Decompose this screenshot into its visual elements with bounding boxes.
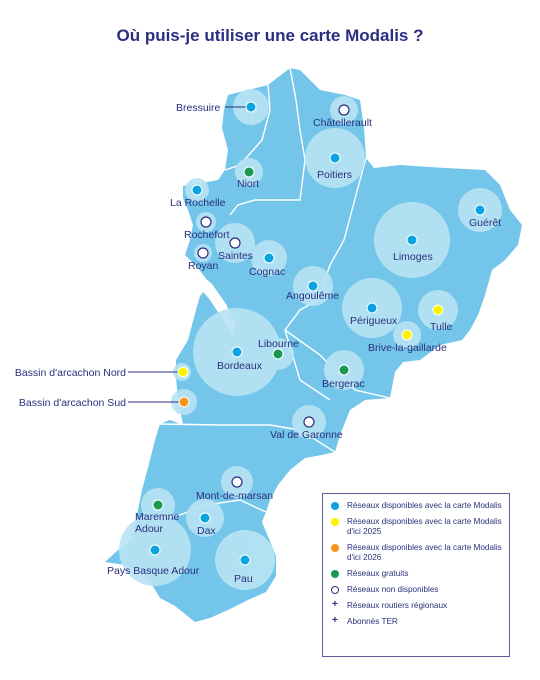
label-dax: Dax [197,525,216,537]
leader-lines [128,106,246,403]
marker-niort [243,166,255,178]
legend-item-1: Réseaux disponibles avec la carte Modali… [331,517,503,537]
label-bergerac: Bergerac [322,378,365,390]
label-bordeaux: Bordeaux [217,360,263,372]
marker-pau [239,554,251,566]
label-niort: Niort [237,178,259,190]
marker-royan [197,247,209,259]
marker-maremne-adour [152,499,164,511]
legend-item-4: Réseaux non disponibles [331,585,503,595]
marker-mont-de-marsan [231,476,243,488]
legend-marker-icon [331,544,339,552]
marker-bergerac [338,364,350,376]
label-royan: Royan [188,260,219,272]
city-markers [149,101,486,566]
marker-cognac [263,252,275,264]
legend-marker-icon [331,586,339,594]
legend-marker-icon [331,518,339,526]
plus-icon: + [332,615,338,626]
marker-val-de-garonne [303,416,315,428]
legend-item-2: Réseaux disponibles avec la carte Modali… [331,543,503,563]
marker-limoges [406,234,418,246]
label-bassin-d-arcachon-nord: Bassin d'arcachon Nord [15,367,126,379]
label-bressuire: Bressuire [176,102,221,114]
plus-icon: + [332,599,338,610]
legend-label: Réseaux disponibles avec la carte Modali… [347,517,502,536]
marker-pays-basque-adour [149,544,161,556]
marker-saintes [229,237,241,249]
legend-marker-icon [331,570,339,578]
legend-label: Réseaux gratuits [347,569,409,578]
label-perigueux: Périgueux [350,315,398,327]
label-gueret: Guérêt [469,217,501,229]
legend-label: Réseaux non disponibles [347,585,439,594]
label-chatellerault: Châtellerault [313,117,372,129]
marker-angouleme [307,280,319,292]
marker-bordeaux [231,346,243,358]
label-pays-basque-adour: Pays Basque Adour [107,565,200,577]
marker-bassin-d-arcachon-sud [178,396,190,408]
legend-label: Réseaux routiers régionaux [347,601,448,610]
legend-item-3: Réseaux gratuits [331,569,503,579]
map-title: Où puis-je utiliser une carte Modalis ? [116,26,424,45]
label-saintes: Saintes [218,250,253,262]
marker-libourne [272,348,284,360]
marker-brive-la-gaillarde [401,329,413,341]
label-bassin-d-arcachon-sud: Bassin d'arcachon Sud [19,397,126,409]
label-la-rochelle: La Rochelle [170,197,226,209]
label-poitiers: Poitiers [317,169,352,181]
label-libourne: Libourne [258,338,299,350]
legend-item-0: Réseaux disponibles avec la carte Modali… [331,501,503,511]
marker-la-rochelle [191,184,203,196]
label-tulle: Tulle [430,321,453,333]
legend-label: Réseaux disponibles avec la carte Modali… [347,543,502,562]
label-val-de-garonne: Val de Garonne [270,429,343,441]
marker-bassin-d-arcachon-nord [177,366,189,378]
label-brive-la-gaillarde: Brive-la-gaillarde [368,342,447,354]
marker-gueret [474,204,486,216]
legend-label: Réseaux disponibles avec la carte Modali… [347,501,502,510]
marker-tulle [432,304,444,316]
marker-chatellerault [338,104,350,116]
label-pau: Pau [234,573,253,585]
label-rochefort: Rochefort [184,229,230,241]
marker-bressuire [245,101,257,113]
legend: Réseaux disponibles avec la carte Modali… [322,493,510,657]
label-mont-de-marsan: Mont-de-marsan [196,490,273,502]
marker-poitiers [329,152,341,164]
label-angouleme: Angoulême [286,290,339,302]
marker-perigueux [366,302,378,314]
label-cognac: Cognac [249,266,285,278]
legend-item-5: + Réseaux routiers régionaux [331,599,503,611]
label-limoges: Limoges [393,251,433,263]
legend-marker-icon [331,502,339,510]
legend-label: Abonnés TER [347,617,398,626]
marker-dax [199,512,211,524]
marker-rochefort [200,216,212,228]
legend-item-6: + Abonnés TER [331,615,503,627]
